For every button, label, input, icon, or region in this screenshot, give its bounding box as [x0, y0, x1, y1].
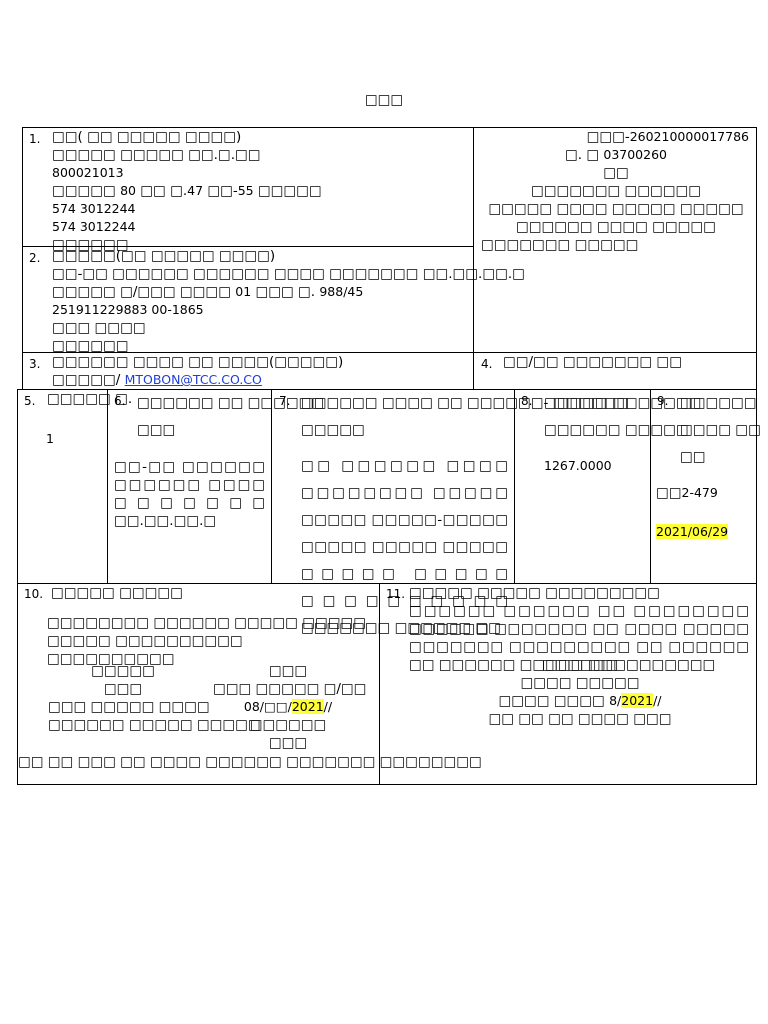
item-number-value: 1: [46, 431, 54, 446]
declaration-left-line-2: □□□: [103, 681, 143, 697]
certification-line-2: □□□□ □□□□□: [520, 675, 640, 691]
declaration-text: □□□□□□□□ □□□□□□ □□□□□ □□□□□ □□□□□ □□□□□□…: [47, 615, 366, 667]
certificate-title-line-4: □□□□□□ □□□□ □□□□□: [516, 219, 716, 235]
certification-heading: □□□□□ □□□□□ □□□□□□□□□: [409, 585, 660, 601]
item-number-box: 5. □□□□□ □. 1: [17, 389, 132, 584]
certificate-title-line-3: □□□□□ □□□□ □□□□□ □□□□□: [488, 201, 744, 217]
invoice-heading-line-1: □□□□□□: [680, 395, 757, 411]
exporter-heading: □□( □□ □□□□□ □□□□): [52, 129, 242, 145]
exporter-address: □□□□□ 80 □□ □.47 □□-55 □□□□□: [52, 183, 322, 199]
section-number: 3.: [29, 357, 41, 371]
transport-box: 3. □□□□□□ □□□□ □□ □□□□(□□□□□) □□□□□/ MTO…: [22, 352, 474, 390]
marks-heading-line-2: □□□: [137, 422, 176, 438]
certificate-reference: □□□-260210000017786: [586, 129, 749, 145]
exporter-box: 1. □□( □□ □□□□□ □□□□) □□□□□ □□□□□ □□.□.□…: [22, 127, 474, 253]
document-title: □□□: [364, 92, 404, 108]
section-number: 8.: [521, 394, 533, 408]
remarks-heading: □□/□□ □□□□□□□ □□: [503, 354, 682, 370]
email-link[interactable]: MTOBON@TCC.CO.CO: [124, 372, 262, 387]
section-number: 11.: [386, 587, 406, 601]
invoice-number: □□2-479: [656, 485, 718, 501]
description-heading-line-1: □□□□□□ □□□□ □□ □□□□□□- □□□□□□: [301, 395, 630, 411]
marks-value: □□-□□ □□□□□□ □□□□□□ □□□□ □□□□□□□ □□.□□.□…: [114, 459, 265, 529]
consignee-address: □□□□□ □/□□□ □□□□ 01 □□□ □. 988/45: [52, 284, 364, 300]
exporter-company: □□□□□ □□□□□ □□.□.□□: [52, 147, 261, 163]
transport-heading: □□□□□□ □□□□ □□ □□□□(□□□□□): [52, 354, 344, 370]
section-number: 9.: [657, 394, 669, 408]
certification-date: □□□□ □□□□ 8/2021//: [498, 693, 662, 709]
declaration-date: 08/□□/2021//: [243, 699, 333, 714]
quantity-heading-line-1: □□□□□ □□□□□□□: [544, 395, 702, 411]
section-number: 6.: [114, 394, 126, 408]
declaration-right-line-5: □□□: [268, 735, 308, 751]
declaration-right-line-1: □□□: [268, 663, 308, 679]
description-heading-line-2: □□□□□: [301, 422, 365, 438]
quantity-box: 8. □□□□□ □□□□□□□ □□□□□□ □□□□□ 1267.0000: [514, 389, 701, 584]
section-number: 2.: [29, 251, 41, 265]
declaration-left-line-1: □□□□□: [91, 663, 155, 679]
consignee-city: □□□ □□□□: [52, 320, 146, 336]
marks-heading-line-1: □□□□□□ □□ □□□□□□: [137, 395, 325, 411]
section-number: 5.: [24, 394, 36, 408]
section-number: 1.: [29, 132, 41, 146]
certification-box: 11. □□□□□ □□□□□ □□□□□□□□□ □□□□□□ □□□□□□ …: [379, 583, 757, 785]
exporter-country: □□□□□□: [52, 237, 129, 253]
certificate-title-line-5: □□□□□□□ □□□□□: [481, 237, 639, 253]
certificate-reference-box: □□□-260210000017786 □. □ 03700260 □□ □□□…: [473, 127, 757, 353]
certificate-title-line-2: □□□□□□□ □□□□□□: [530, 183, 702, 199]
declaration-right-line-4: □□□□□□: [249, 717, 327, 733]
certification-line-1: □□□□□□: [541, 657, 619, 673]
section-number: 10.: [24, 587, 44, 601]
exporter-phone: 574 3012244: [52, 201, 136, 216]
invoice-date: 2021/06/29: [656, 524, 729, 539]
declaration-heading: □□□□□ □□□□□: [51, 585, 183, 601]
certification-text: □□□□□□ □□□□□□ □□ □□□□□□□□ □□□□□□ □□□□□□□…: [409, 603, 749, 673]
marks-box: 6. □□□□□□ □□ □□□□□□ □□□ □□-□□ □□□□□□ □□□…: [107, 389, 324, 584]
certificate-title-line-1: □□: [603, 165, 629, 181]
description-value: □□ □□□□□□ □□□□ □□□□□□□□ □□□□□ □□□□□ □□□□…: [301, 458, 508, 636]
consignee-country: □□□□□□: [52, 338, 129, 354]
description-box: 7. □□□□□□ □□□□ □□ □□□□□□- □□□□□□ □□□□□ □…: [271, 389, 629, 636]
invoice-box: 9. □□□□□□ □□□□ □□ □□ □□2-479 2021/06/29: [650, 389, 761, 584]
exporter-id: 800021013: [52, 165, 124, 180]
exporter-fax: 574 3012244: [52, 219, 136, 234]
invoice-heading-line-2: □□□□ □□: [680, 422, 761, 438]
invoice-heading-line-3: □□: [680, 449, 706, 465]
exporter-declaration-box: 10. □□□□□ □□□□□ □□□□□□□□ □□□□□□ □□□□□ □□…: [17, 583, 482, 785]
item-number-heading: □□□□□ □.: [47, 391, 133, 407]
consignee-name: □□-□□ □□□□□□ □□□□□□ □□□□ □□□□□□□ □□.□□.□…: [52, 266, 525, 282]
consignee-heading: □□□□□(□□ □□□□□ □□□□): [52, 248, 276, 264]
quantity-value: 1267.0000: [544, 458, 612, 473]
quantity-heading-line-2: □□□□□□ □□□□□: [544, 422, 689, 438]
remarks-box: 4. □□/□□ □□□□□□□ □□: [473, 352, 757, 390]
declaration-footer: □□ □□ □□□ □□ □□□□ □□□□□□ □□□□□□□ □□□□□□□…: [18, 754, 482, 770]
declaration-left-line-3: □□□ □□□□□ □□□□: [48, 699, 210, 715]
section-number: 4.: [481, 357, 493, 371]
transport-email-line: □□□□□/ MTOBON@TCC.CO.CO: [52, 372, 262, 388]
declaration-right-line-2: □□□ □□□□□ □/□□: [213, 681, 367, 697]
certification-line-4: □□ □□ □□ □□□□ □□□: [488, 711, 672, 727]
certificate-number: □. □ 03700260: [564, 147, 667, 163]
consignee-box: 2. □□□□□(□□ □□□□□ □□□□) □□-□□ □□□□□□ □□□…: [22, 246, 525, 354]
consignee-phones: 251911229883 00-1865: [52, 302, 204, 317]
section-number: 7.: [279, 394, 291, 408]
declaration-left-line-4: □□□□□□ □□□□□ □□□□□: [48, 717, 261, 733]
